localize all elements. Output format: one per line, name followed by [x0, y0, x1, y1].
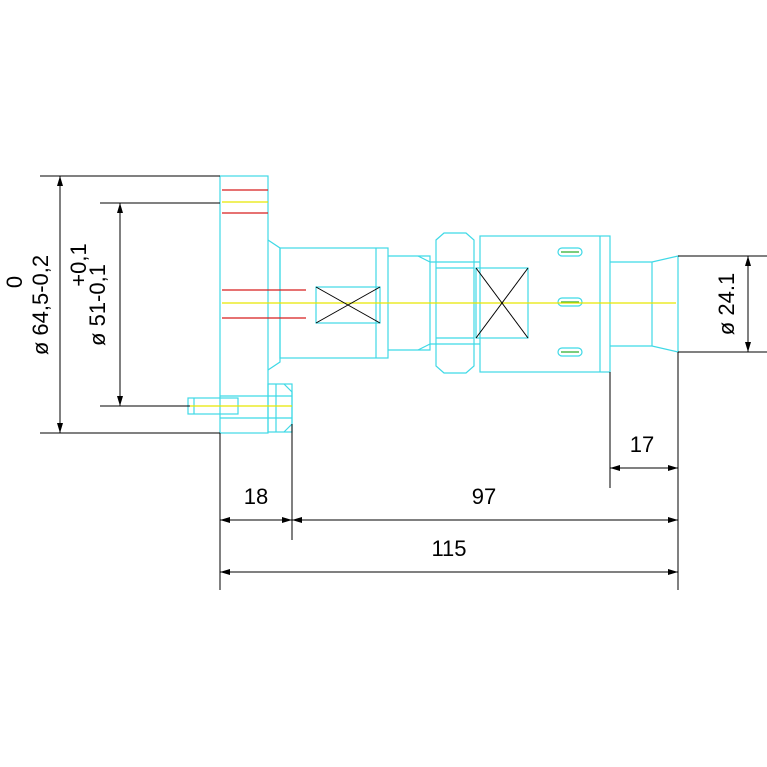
- pin-markings: [561, 251, 579, 353]
- length-18-label: 18: [244, 484, 268, 509]
- hidden-lines: [222, 189, 306, 319]
- center-lines: [190, 201, 676, 407]
- hex-nut: [435, 232, 475, 374]
- length-115-label: 115: [431, 536, 466, 561]
- wrench-flat: [315, 286, 381, 324]
- dimension-inner-diameter: ø 51-0,1 +0,1: [66, 202, 220, 407]
- inner-diameter-tolerance: +0,1: [66, 243, 91, 286]
- connector-housing: [479, 235, 611, 373]
- length-17-label: 17: [630, 432, 654, 457]
- flat-cross-marks: [315, 267, 529, 339]
- part-outline: [187, 175, 679, 434]
- outer-diameter-tolerance: 0: [2, 276, 27, 288]
- flange-hub: [267, 239, 281, 371]
- bolt-boss: [267, 383, 293, 433]
- dimension-outer-diameter: ø 64,5-0,2 0: [2, 175, 220, 434]
- length-97-label: 97: [472, 484, 496, 509]
- flange-body: [219, 175, 269, 434]
- dimension-lengths: 17 18 97 115: [219, 352, 679, 590]
- dimension-right-diameter: ø 24.1: [678, 255, 767, 353]
- outer-diameter-label: ø 64,5-0,2: [28, 255, 53, 355]
- end-cap: [610, 255, 679, 353]
- inner-diameter-label: ø 51-0,1: [85, 264, 110, 346]
- right-diameter-label: ø 24.1: [714, 273, 739, 335]
